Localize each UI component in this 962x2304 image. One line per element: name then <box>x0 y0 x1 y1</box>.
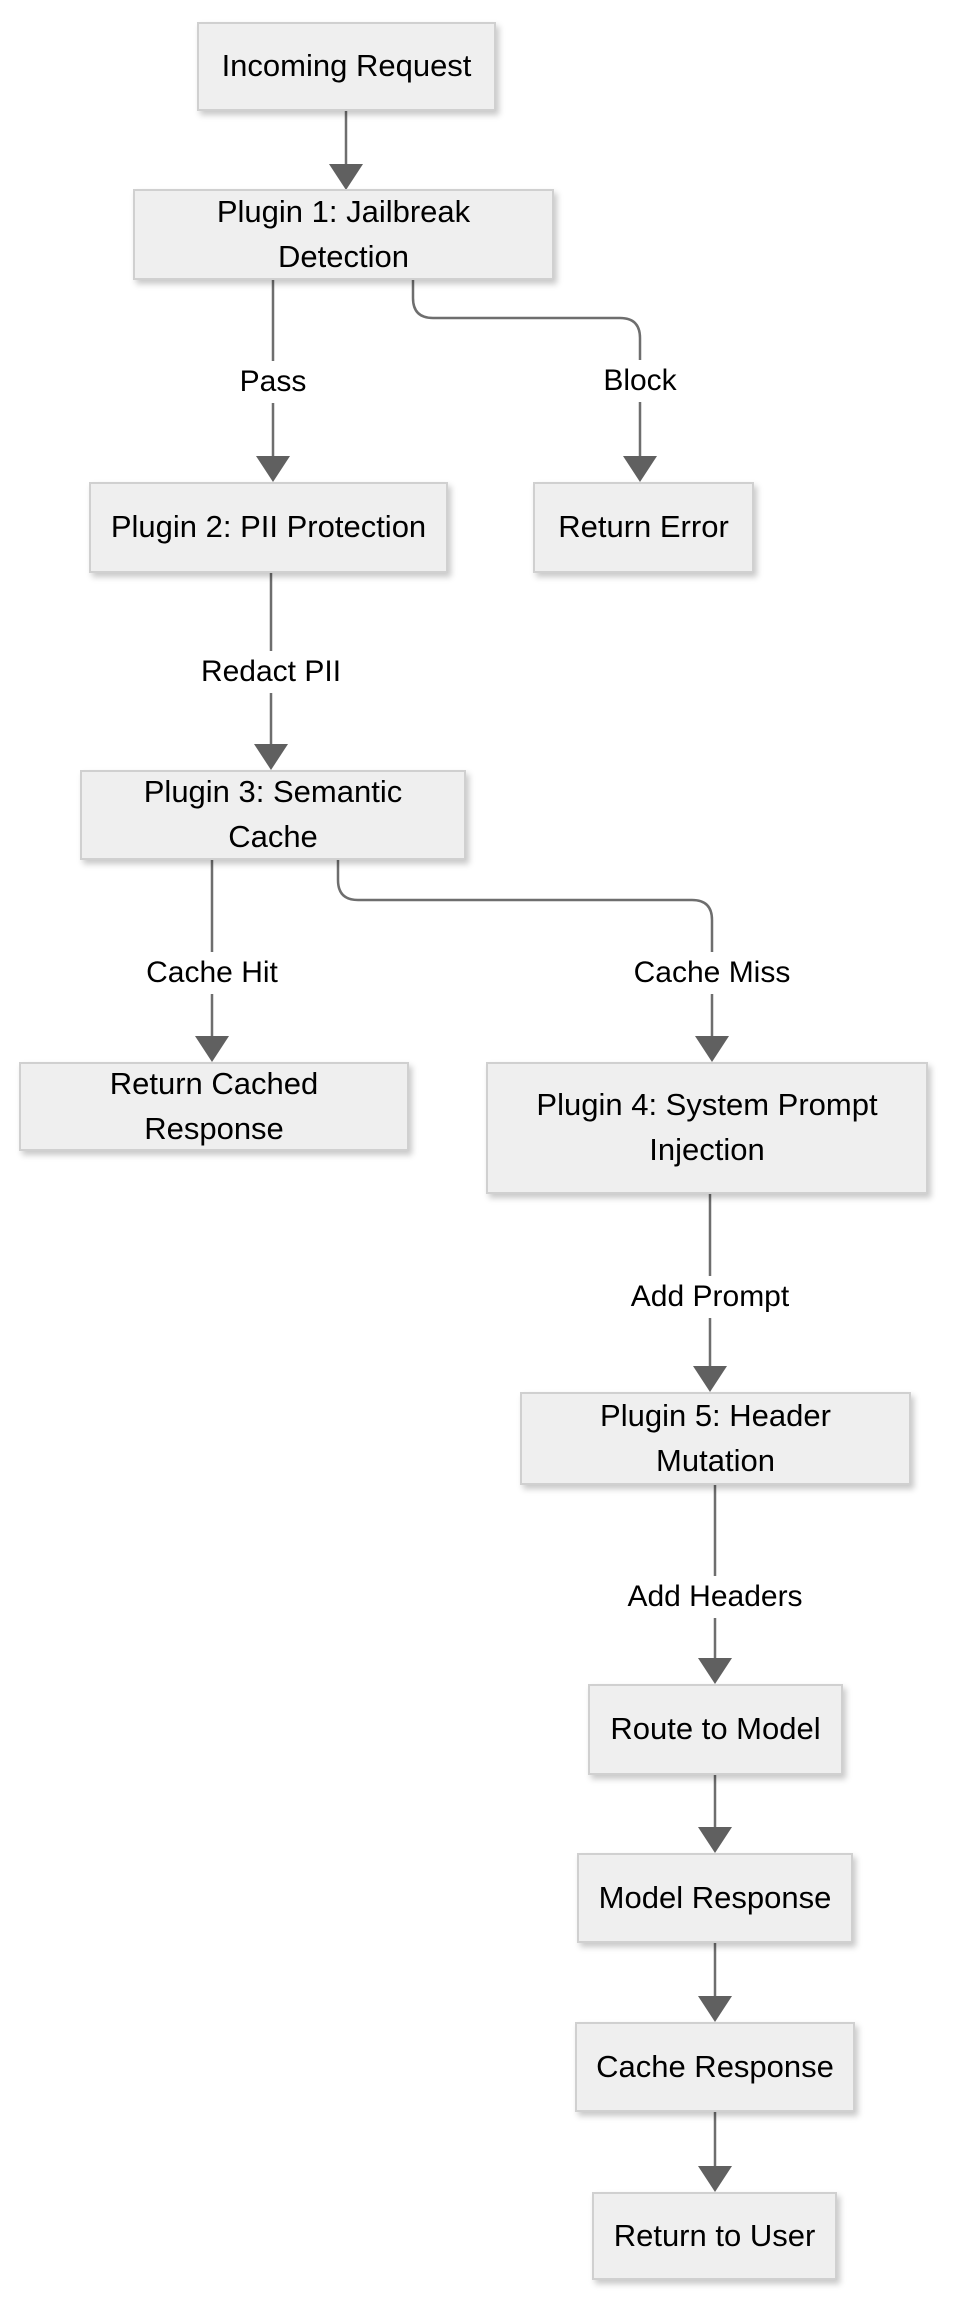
arrowhead-down-icon <box>623 456 657 482</box>
node-plugin4-system-prompt-injection: Plugin 4: System Prompt Injection <box>486 1062 928 1194</box>
arrowhead-down-icon <box>329 164 363 190</box>
edge-label-add-prompt: Add Prompt <box>621 1276 799 1318</box>
edge-label-pass: Pass <box>230 361 316 403</box>
arrowhead-down-icon <box>693 1366 727 1392</box>
node-cache-response: Cache Response <box>575 2022 855 2112</box>
arrowhead-down-icon <box>698 1827 732 1853</box>
edge-label-cache-miss: Cache Miss <box>624 952 800 994</box>
arrowhead-down-icon <box>256 456 290 482</box>
arrowhead-down-icon <box>254 744 288 770</box>
node-model-response: Model Response <box>577 1853 853 1943</box>
node-plugin2-pii-protection: Plugin 2: PII Protection <box>89 482 448 573</box>
edge-label-cache-hit: Cache Hit <box>137 952 287 994</box>
edge-label-block: Block <box>594 360 686 402</box>
arrowhead-down-icon <box>698 1996 732 2022</box>
node-incoming-request: Incoming Request <box>197 22 496 111</box>
arrowhead-down-icon <box>698 2166 732 2192</box>
edge-block-line <box>411 280 642 456</box>
node-route-to-model: Route to Model <box>588 1684 843 1775</box>
node-return-error: Return Error <box>533 482 754 573</box>
node-plugin1-jailbreak-detection: Plugin 1: Jailbreak Detection <box>133 189 554 280</box>
edge-label-redact-pii: Redact PII <box>191 651 351 693</box>
edge-label-add-headers: Add Headers <box>618 1576 812 1618</box>
node-plugin5-header-mutation: Plugin 5: Header Mutation <box>520 1392 911 1485</box>
node-return-to-user: Return to User <box>592 2192 837 2280</box>
node-plugin3-semantic-cache: Plugin 3: Semantic Cache <box>80 770 466 860</box>
arrowhead-down-icon <box>695 1036 729 1062</box>
arrowhead-down-icon <box>195 1036 229 1062</box>
arrowhead-down-icon <box>698 1658 732 1684</box>
node-return-cached-response: Return Cached Response <box>19 1062 409 1151</box>
edge-cache-miss-line <box>336 860 714 1036</box>
